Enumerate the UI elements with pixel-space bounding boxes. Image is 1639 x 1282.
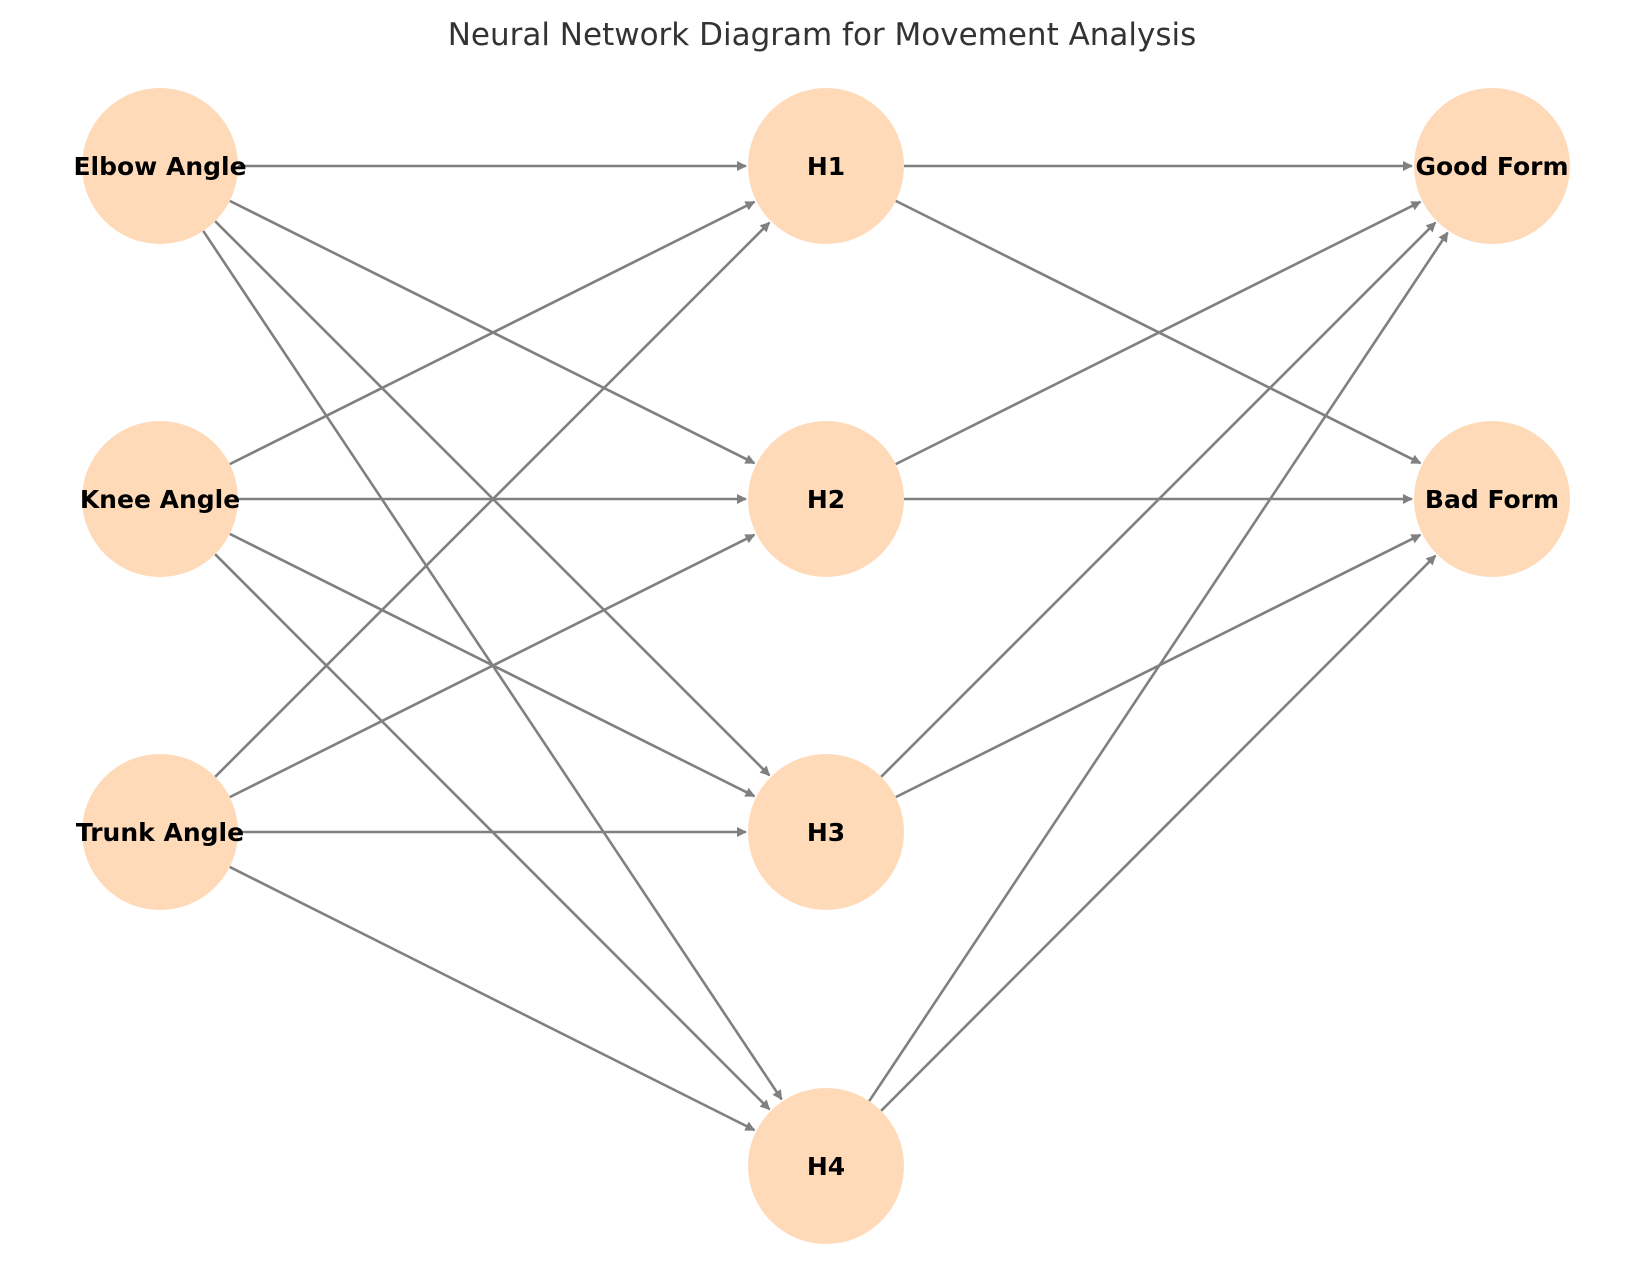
diagram-title: Neural Network Diagram for Movement Anal… [448,17,1197,53]
edge-h3-good [880,221,1437,778]
node-circle-bad [1414,421,1570,577]
node-circle-h4 [748,1088,904,1244]
node-trunk: Trunk Angle [76,754,244,910]
node-circle-h3 [748,754,904,910]
node-label-h3: H3 [807,818,845,847]
node-h3: H3 [748,754,904,910]
node-label-knee: Knee Angle [80,485,240,514]
node-circle-trunk [82,754,238,910]
node-label-good: Good Form [1415,152,1568,181]
node-circle-h2 [748,421,904,577]
node-label-h2: H2 [807,485,845,514]
edge-knee-h1 [229,200,756,466]
node-elbow: Elbow Angle [73,88,247,244]
node-good: Good Form [1414,88,1570,244]
edge-h4-good [868,231,1449,1102]
node-circle-knee [82,421,238,577]
node-label-bad: Bad Form [1425,485,1559,514]
edge-trunk-h1 [214,221,771,778]
node-label-h1: H1 [807,152,845,181]
node-label-elbow: Elbow Angle [73,152,246,181]
edge-trunk-h4 [229,865,756,1132]
node-h4: H4 [748,1088,904,1244]
node-label-h4: H4 [807,1152,845,1181]
edges-layer [202,161,1449,1132]
edge-trunk-h2 [229,533,756,799]
node-circle-elbow [82,88,238,244]
node-label-trunk: Trunk Angle [76,818,244,847]
edge-h2-good [895,200,1422,466]
edge-h4-bad [880,554,1437,1112]
node-bad: Bad Form [1414,421,1570,577]
node-h2: H2 [748,421,904,577]
node-knee: Knee Angle [80,421,240,577]
node-h1: H1 [748,88,904,244]
node-circle-h1 [748,88,904,244]
node-circle-good [1414,88,1570,244]
